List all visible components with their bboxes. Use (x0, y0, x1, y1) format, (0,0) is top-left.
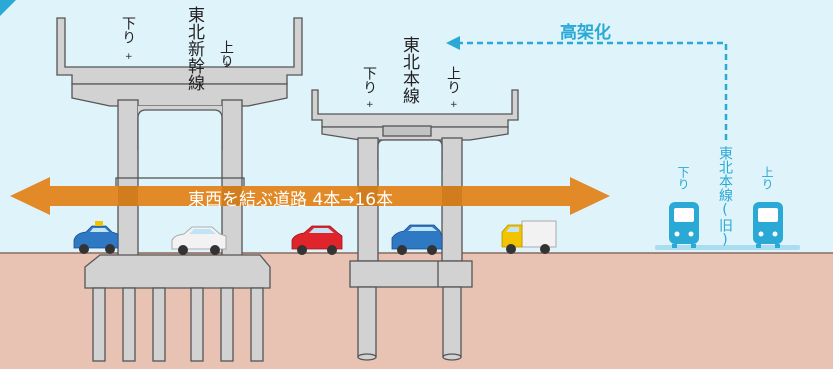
pile (220, 287, 234, 362)
pile (442, 286, 462, 358)
blue-car-icon (391, 224, 443, 255)
train-icon-down (669, 202, 699, 248)
pile (190, 287, 204, 362)
pile (122, 287, 136, 362)
plus-mark: + (223, 60, 231, 70)
main-line-footing (349, 260, 473, 288)
plus-mark: + (125, 52, 133, 62)
taxi-icon (73, 221, 119, 254)
shinkansen-beam (71, 83, 288, 107)
main-line-viaduct (311, 89, 519, 361)
shinkansen-line-label: 東北新幹線 (184, 6, 204, 91)
plus-mark: + (366, 100, 374, 110)
main-line-label: 東北本線 (399, 36, 419, 104)
main-line-up-label: 上り (445, 66, 461, 94)
red-car-icon (291, 225, 343, 255)
white-car-icon (171, 226, 227, 255)
main-line-bearing (382, 125, 432, 137)
shinkansen-footing (84, 254, 271, 289)
road-label: 東西を結ぶ道路 4本→16本 (188, 190, 394, 210)
truck-icon (501, 220, 557, 254)
pile (357, 286, 377, 358)
shinkansen-viaduct (56, 17, 303, 362)
elevation-arrow (446, 36, 728, 140)
main-line-deck (311, 89, 519, 128)
old-line-label: 東北本線(旧) (717, 146, 733, 248)
pile (250, 287, 264, 362)
road-arrow (10, 177, 610, 215)
train-icon-up (753, 202, 783, 248)
shinkansen-deck (56, 17, 303, 85)
shinkansen-down-label: 下り (120, 16, 136, 44)
old-line-up-label: 上り (760, 166, 774, 190)
elevation-label: 高架化 (560, 23, 611, 43)
old-line-down-label: 下り (676, 166, 690, 190)
shinkansen-up-label: 上り (218, 40, 234, 68)
pile (152, 287, 166, 362)
plus-mark: + (450, 100, 458, 110)
corner-accent (0, 0, 16, 16)
pile (92, 287, 106, 362)
main-line-down-label: 下り (361, 66, 377, 94)
